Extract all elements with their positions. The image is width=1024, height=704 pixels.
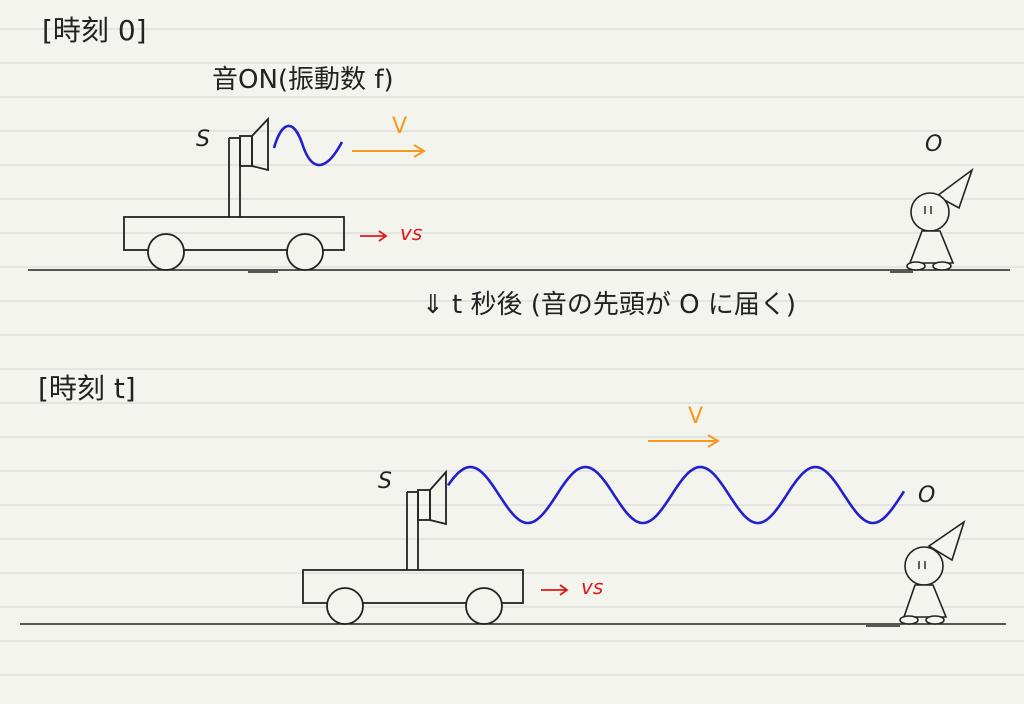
car-body [123,216,345,251]
speaker-cone [251,116,269,172]
observer-label-top: O [925,132,942,157]
sound-speed-label-top: V [392,114,407,139]
sound-on-label: 音ON(振動数 f) [212,65,394,95]
sound-speed-label-bottom: V [688,404,703,429]
car-bottom [302,469,524,625]
car-wheel-front [465,587,503,625]
speaker-box [239,135,253,167]
observer-top [906,167,974,271]
sound-speed-arrow-bottom [648,434,720,448]
notebook-rules [0,28,1024,676]
car-wheel-front [286,233,324,271]
source-speed-arrow-top [360,230,388,242]
observer-label-bottom: O [918,483,935,508]
observer-head [904,546,944,586]
observer-body [908,230,955,264]
source-label-bottom: S [378,469,392,494]
source-speed-label-bottom: vs [581,575,603,599]
source-speed-arrow-bottom [541,584,569,596]
sound-wave-bottom [446,465,906,525]
observer-head [910,192,950,232]
car-wheel-rear [147,233,185,271]
scene-time-zero: [時刻 0] 音ON(振動数 f) S V [28,14,1010,273]
car-top [123,116,345,271]
source-speed-label-top: vs [400,221,422,245]
observer-body [902,584,948,618]
heading-time-zero: [時刻 0] [42,14,147,47]
speaker-cone [429,469,447,526]
sound-wave-top [272,124,344,167]
scene-time-t: [時刻 t] S V vs [20,372,1006,627]
car-body [302,569,524,604]
observer-hat [935,167,974,210]
transition-label: ⇓ t 秒後 (音の先頭が O に届く) [422,290,796,320]
observer-bottom [899,520,966,625]
sound-speed-arrow-top [352,144,426,158]
observer-hat [927,520,966,562]
source-label-top: S [196,127,210,152]
car-wheel-rear [326,587,364,625]
heading-time-t: [時刻 t] [38,372,136,405]
